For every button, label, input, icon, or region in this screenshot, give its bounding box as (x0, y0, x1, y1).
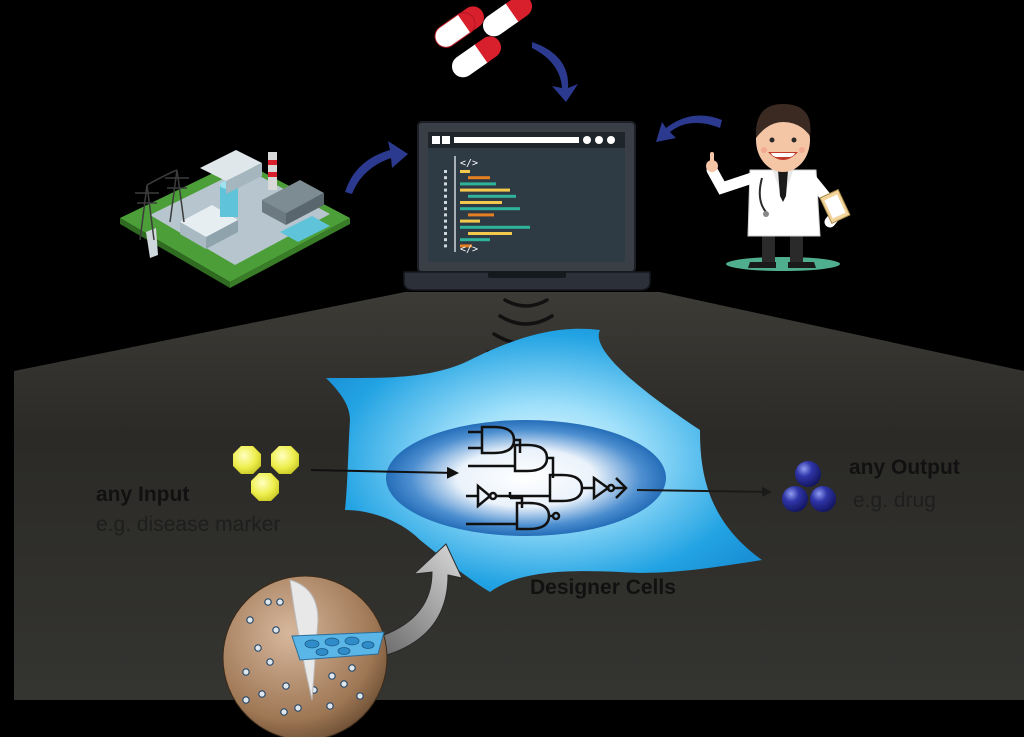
curved-arrow-icon (345, 42, 722, 194)
capsule-dot (258, 690, 266, 698)
code-line (460, 244, 472, 248)
implant-capsule-icon (222, 575, 388, 737)
output-arrow (636, 486, 772, 497)
capsule-dot (242, 668, 250, 676)
capsule-dot (264, 598, 272, 606)
laptop-icon: </> </> (403, 121, 651, 291)
output-label: any Output (849, 456, 960, 479)
svg-text:</>: </> (460, 244, 478, 255)
line-gutter-dot (444, 176, 447, 180)
line-gutter-dot (444, 194, 447, 198)
line-gutter-dot (444, 244, 447, 248)
capsule-dot (246, 616, 254, 624)
input-marker-icon (233, 446, 299, 501)
line-gutter-dot (444, 219, 447, 223)
input-label: any Input (96, 483, 190, 506)
output-molecule-icon (782, 461, 836, 512)
line-gutter-dot (444, 170, 447, 173)
code-line (468, 194, 516, 198)
line-gutter-dot (444, 225, 447, 229)
pills-icon (434, 0, 533, 78)
line-gutter-dot (444, 182, 447, 186)
capsule-dot (348, 664, 356, 672)
capsule-dot (254, 644, 262, 652)
capsule-dot (328, 672, 336, 680)
capsule-dot (294, 704, 302, 712)
code-line (468, 176, 490, 180)
svg-text:</>: </> (460, 158, 478, 169)
code-line (460, 207, 520, 211)
capsule-dot (282, 682, 290, 690)
designer-cells-label: Designer Cells (530, 576, 676, 599)
doctor-icon (706, 104, 851, 271)
line-gutter-dot (444, 201, 447, 204)
capsule-dot (280, 708, 288, 716)
line-gutter-dot (444, 213, 447, 217)
logic-gate-circuit-icon (466, 425, 628, 531)
code-line (468, 232, 512, 235)
designer-cell (326, 328, 762, 592)
capsule-dot (272, 626, 280, 634)
code-line (460, 182, 496, 186)
code-line (468, 213, 494, 217)
code-line (460, 225, 530, 229)
output-example-label: e.g. drug (853, 489, 936, 512)
input-example-label: e.g. disease marker (96, 513, 281, 536)
capsule-dot (340, 680, 348, 688)
code-line (460, 188, 510, 192)
code-line (460, 201, 502, 204)
implant-arrow-icon (349, 543, 463, 663)
code-line (460, 219, 480, 223)
line-gutter-dot (444, 232, 447, 235)
capsule-dot (242, 696, 250, 704)
line-gutter-dot (444, 188, 447, 192)
capsule-dot (356, 692, 364, 700)
capsule-dot (266, 658, 274, 666)
power-plant-icon (120, 150, 350, 288)
line-gutter-dot (444, 207, 447, 211)
capsule-dot (326, 702, 334, 710)
line-gutter-dot (444, 238, 447, 242)
input-arrow (310, 466, 459, 479)
capsule-dot (276, 598, 284, 606)
code-line (460, 238, 490, 242)
code-line (460, 170, 470, 173)
